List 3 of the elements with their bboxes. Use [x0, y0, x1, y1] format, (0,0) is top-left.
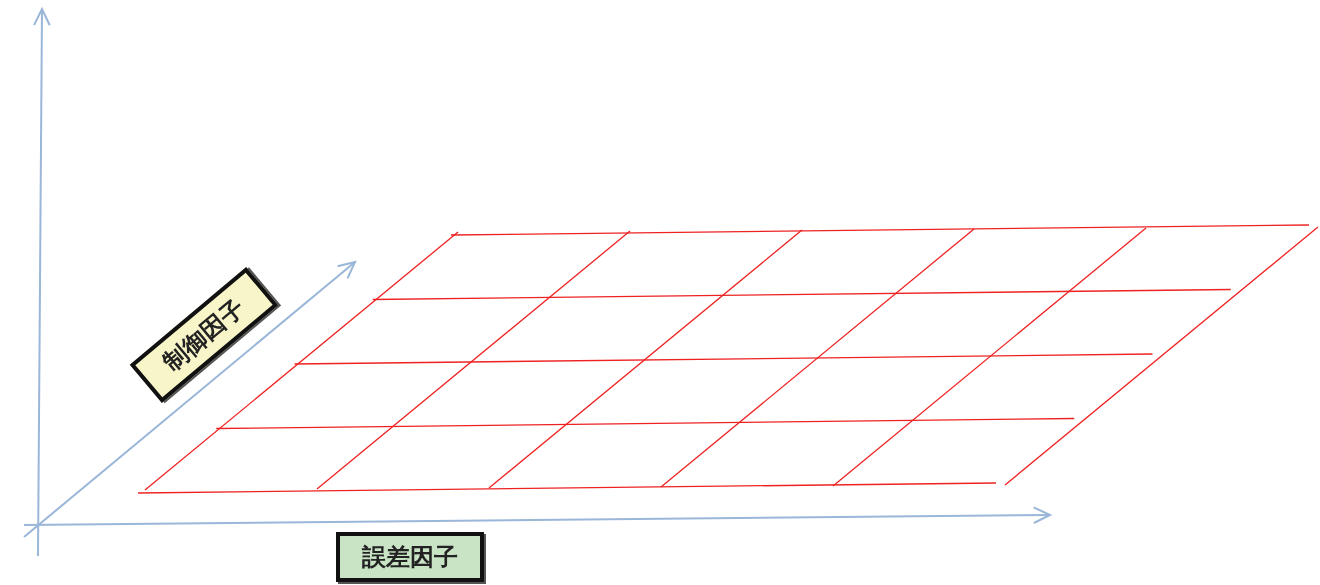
axis-label: 誤差因子 — [362, 542, 458, 573]
axis-label-box — [336, 532, 484, 582]
axis-label: 制御因子 — [157, 292, 251, 379]
